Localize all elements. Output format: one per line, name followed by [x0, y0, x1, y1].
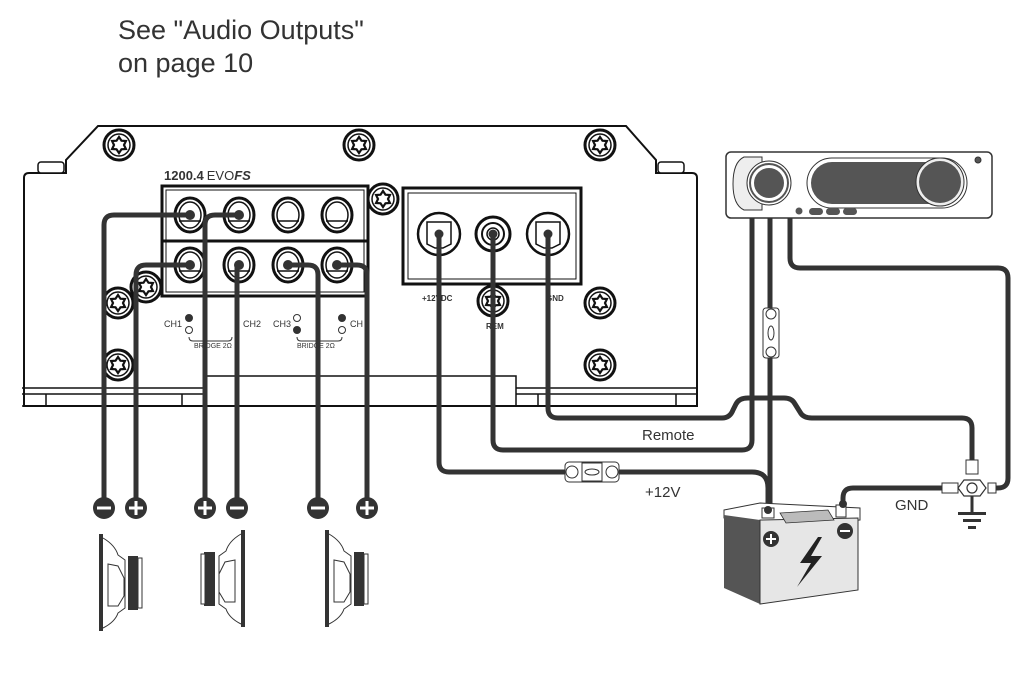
screw-icon: [583, 348, 617, 382]
battery-positive-icon: [763, 531, 779, 547]
speaker-terminal-block: [160, 184, 370, 298]
screw-icon: [101, 348, 135, 382]
speaker-2: [200, 530, 245, 627]
screw-icon: [366, 182, 400, 216]
fuse-icon: [564, 461, 620, 483]
battery: [723, 500, 861, 605]
screw-icon: [583, 286, 617, 320]
gnd-wire-label: GND: [895, 497, 929, 514]
volume-knob: [754, 168, 784, 198]
ch3-label: CH3: [273, 319, 291, 329]
lightning-bolt-icon: [797, 537, 822, 587]
mount-tab-right: [657, 161, 685, 174]
gnd-terminal-label: GND: [546, 294, 564, 303]
terminal-ch4-neg: [320, 196, 354, 234]
ch2-label: CH2: [243, 319, 261, 329]
minus-icon: [307, 497, 329, 519]
note-line-2: on page 10: [118, 48, 254, 78]
battery-negative-icon: [837, 523, 853, 539]
speaker-3: [325, 530, 369, 627]
minus-icon: [226, 497, 248, 519]
speaker-1: [99, 534, 143, 631]
remote-wire-label: Remote: [642, 427, 695, 444]
head-unit: [725, 151, 993, 219]
screw-icon: [583, 128, 617, 162]
bridge-label-1: BRIDGE 2Ω: [194, 343, 232, 350]
ch4-label: CH: [350, 319, 363, 329]
ch1-label: CH1: [164, 319, 182, 329]
minus-icon: [93, 497, 115, 519]
speaker-polarity-badges: [93, 497, 378, 519]
ground-icon: [958, 512, 986, 529]
speaker-wires: [101, 212, 370, 508]
plus-icon: [194, 497, 216, 519]
screw-icon: [342, 128, 376, 162]
mount-tab-left: [37, 161, 65, 174]
note-line-1: See "Audio Outputs": [118, 15, 364, 45]
plus-icon: [356, 497, 378, 519]
terminal-ch3-pos: [271, 196, 305, 234]
audio-outputs-note: See "Audio Outputs" on page 10: [118, 14, 364, 80]
screw-icon: [101, 286, 135, 320]
screw-icon: [102, 128, 136, 162]
plus-icon: [125, 497, 147, 519]
ground-junction: [941, 459, 997, 512]
plus12v-wire-label: +12V: [645, 484, 680, 501]
fuse-icon: [762, 307, 780, 359]
